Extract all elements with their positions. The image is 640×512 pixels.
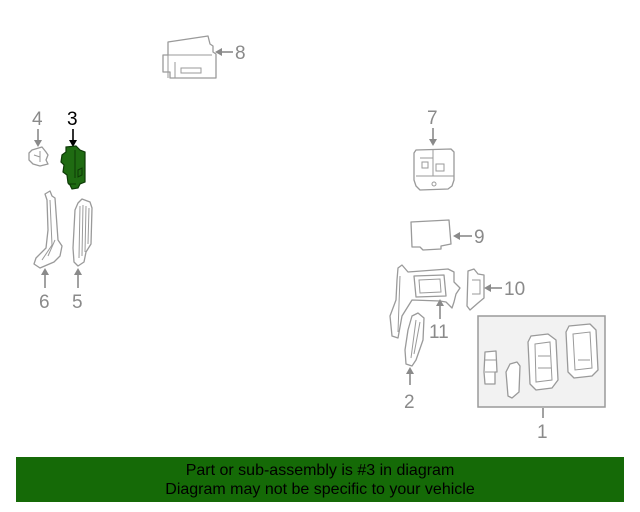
part-1[interactable]: 1 — [477, 315, 606, 443]
banner-part-note: Part or sub-assembly is #3 in diagram — [185, 462, 455, 479]
part-4[interactable]: 4 — [28, 109, 49, 167]
part-9[interactable]: 9 — [410, 219, 485, 251]
callout-5[interactable]: 5 — [72, 292, 83, 313]
callout-10[interactable]: 10 — [504, 279, 525, 300]
part-6[interactable]: 6 — [33, 190, 63, 313]
callout-7[interactable]: 7 — [427, 108, 438, 129]
part-10[interactable]: 10 — [466, 268, 525, 311]
callout-6[interactable]: 6 — [39, 292, 50, 313]
part-11[interactable]: 11 — [389, 264, 461, 343]
part-7[interactable]: 7 — [413, 108, 455, 191]
callout-9[interactable]: 9 — [474, 227, 485, 248]
callout-4[interactable]: 4 — [32, 109, 43, 130]
part-2[interactable]: 2 — [404, 312, 425, 413]
part-8[interactable]: 8 — [162, 35, 246, 79]
info-banner: Part or sub-assembly is #3 in diagram Di… — [16, 457, 624, 502]
callout-8[interactable]: 8 — [235, 43, 246, 64]
callout-1[interactable]: 1 — [537, 422, 548, 443]
callout-2[interactable]: 2 — [404, 392, 415, 413]
callout-3[interactable]: 3 — [67, 109, 78, 130]
part-3[interactable]: 3 — [60, 109, 86, 190]
part-5[interactable]: 5 — [72, 198, 93, 313]
banner-disclaimer: Diagram may not be specific to your vehi… — [165, 481, 475, 498]
callout-11[interactable]: 11 — [429, 322, 449, 343]
